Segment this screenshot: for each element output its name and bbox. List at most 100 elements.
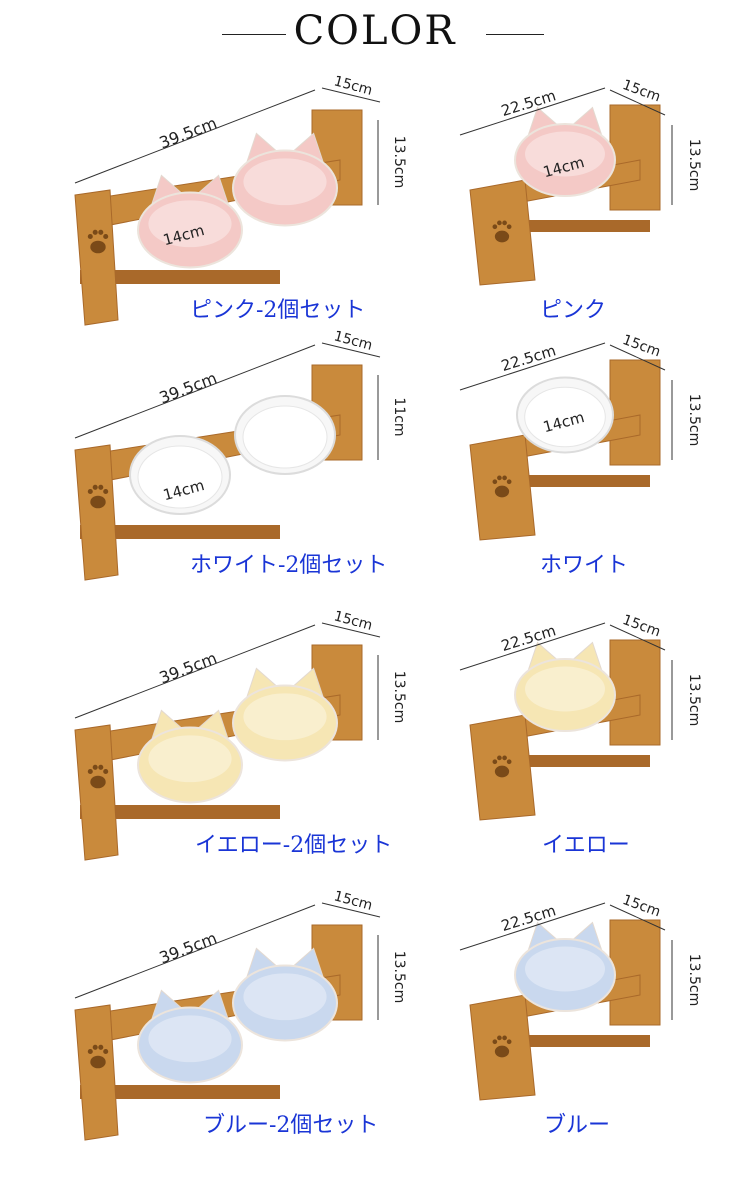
cat-bowl [514,658,616,732]
paw-toe [87,1048,93,1055]
dim-width-label: 22.5cm [499,86,558,120]
paw-pad [494,485,510,498]
paw-toe [502,220,507,226]
paw-toe [98,484,104,490]
dim-width-label: 22.5cm [499,901,558,935]
paw-toe [103,488,109,495]
product-blue-single[interactable]: 22.5cm 15cm 13.5cm ブルー [440,892,720,1145]
product-caption: ピンク [540,298,607,323]
paw-pad [90,1055,106,1069]
dim-width-label: 22.5cm [499,341,558,375]
paw-toe [92,764,98,770]
cat-bowl [232,964,338,1042]
dim-height-label: 13.5cm [686,954,702,1007]
stand-back-leg [609,104,661,211]
dim-line-depth [609,344,666,371]
bowl-inner [525,946,605,992]
product-illustration: 22.5cm 15cm 13.5cm [459,892,702,1101]
paw-toe [92,484,98,490]
paw-toe [492,224,498,230]
bowl-inner [524,386,606,448]
dim-width-label: 39.5cm [157,113,220,152]
dim-width-label: 39.5cm [157,648,220,687]
dim-height-label: 13.5cm [391,951,407,1004]
dim-width-label: 39.5cm [157,368,220,407]
paw-pad [90,775,106,789]
header-rule-left [222,34,286,35]
dim-width-label: 39.5cm [157,928,220,967]
stand-front-leg [74,444,119,581]
dim-line-width [74,624,316,719]
dim-depth-label: 15cm [620,612,662,640]
page-header: COLOR [0,0,750,70]
dim-height-label: 13.5cm [391,671,407,724]
stand-base-bar [80,270,280,284]
paw-toe [87,488,93,495]
dim-line-depth [609,624,666,651]
dim-depth-label: 15cm [620,892,662,920]
dim-line-width [74,344,316,439]
product-caption: ブルー [544,1113,611,1138]
paw-toe [506,1039,512,1045]
bowl-inner [243,158,327,206]
stand-base-bar [80,525,280,539]
cat-bowl [232,149,338,227]
bowl-inner [137,445,223,509]
dim-line-width [74,89,316,184]
paw-pad [90,495,106,509]
paw-pad [494,765,510,778]
paw-toe [502,1035,507,1041]
paw-toe [92,229,98,235]
paw-toe [497,475,502,481]
header-rule-right [486,34,544,35]
stand-front-leg [74,724,119,861]
dim-height-label: 11cm [391,397,407,436]
dim-depth-label: 15cm [620,77,662,105]
paw-pad [90,240,106,254]
cat-bowl [137,726,243,804]
dim-line-width [459,902,606,951]
cat-bowl [232,684,338,762]
stand-back-leg [609,639,661,746]
stand-front-leg [74,189,119,326]
paw-toe [497,755,502,761]
dim-height-label: 13.5cm [686,674,702,727]
bowl-inner [243,973,327,1021]
stand-back-leg [609,359,661,466]
paw-toe [506,479,512,485]
paw-toe [497,220,502,226]
product-caption: イエロー [542,833,630,858]
paw-toe [492,759,498,765]
dim-height-label: 13.5cm [686,139,702,192]
paw-toe [497,1035,502,1041]
bowl-inner [148,735,232,783]
dim-line-depth [321,342,381,358]
paw-toe [87,233,93,240]
paw-toe [103,233,109,240]
bowl-inner [242,405,328,469]
paw-toe [506,224,512,230]
stand-base-bar [80,805,280,819]
paw-toe [98,229,104,235]
paw-toe [492,1039,498,1045]
cat-bowl [137,1006,243,1084]
bowl-inner [525,131,605,177]
paw-pad [494,1045,510,1058]
stand-front-leg [74,1004,119,1141]
paw-toe [87,768,93,775]
bowl-inner [148,1015,232,1063]
product-caption: ピンク-2個セット [190,298,366,323]
paw-toe [506,759,512,765]
dim-line-width [459,622,606,671]
paw-toe [502,475,507,481]
